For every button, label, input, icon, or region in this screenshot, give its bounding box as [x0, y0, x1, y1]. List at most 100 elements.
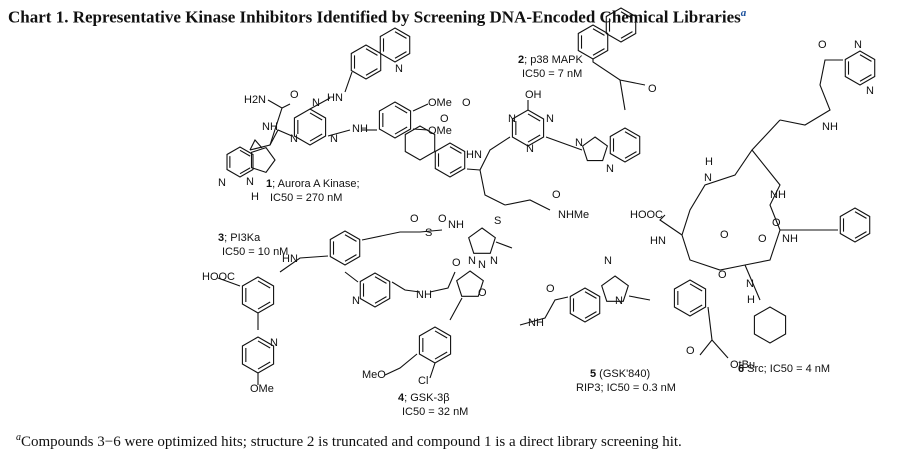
double-bond [624, 131, 637, 139]
double-bond [344, 234, 357, 242]
double-bond [394, 31, 407, 39]
atom-label: N [615, 295, 623, 307]
atom-label: N [490, 255, 498, 267]
double-bond [309, 112, 323, 121]
double-bond [584, 291, 597, 299]
atom-label: OtBu [730, 359, 755, 371]
bond [249, 139, 263, 151]
double-bond [592, 48, 605, 56]
atom-label: N [395, 63, 403, 75]
bond [344, 71, 353, 93]
atom-label: O [648, 83, 657, 95]
bond [466, 168, 481, 171]
bond [281, 103, 291, 109]
double-bond [365, 68, 378, 76]
triazine-ring [293, 108, 327, 146]
double-bond [434, 351, 448, 360]
atom-label: O [818, 39, 827, 51]
compound-target: (GSK'840) [596, 368, 650, 380]
atom-label: NH [782, 233, 798, 245]
double-bond [434, 330, 448, 339]
compound-2-label: 2; p38 MAPK [518, 54, 583, 66]
atom-label: O [440, 113, 449, 125]
compound-number: 6 [738, 363, 744, 375]
benzyl-ring [839, 207, 871, 243]
compound-number: 5 [590, 368, 596, 380]
double-bond [527, 134, 541, 143]
compound-target: ; GSK-3β [404, 392, 449, 404]
bond [429, 362, 436, 379]
title-text: Chart 1. Representative Kinase Inhibitor… [8, 7, 741, 27]
bond [619, 79, 626, 111]
double-bond [624, 151, 637, 159]
atom-label: NH [262, 121, 278, 133]
atom-label: O [720, 229, 729, 241]
atom-label: O [438, 213, 447, 225]
atom-label: N [575, 137, 583, 149]
compound-captions: 1; Aurora A Kinase;IC50 = 270 nM2; p38 M… [218, 54, 830, 418]
bond [519, 296, 569, 326]
atom-label: NH [352, 123, 368, 135]
bond [545, 136, 583, 151]
compound-target: Src; IC50 = 4 nM [744, 363, 830, 375]
bond [429, 271, 456, 293]
atom-label: O [718, 269, 727, 281]
double-bond [527, 113, 541, 122]
atom-label: O [462, 97, 471, 109]
atom-label: S [425, 227, 432, 239]
atom-label: NH [448, 219, 464, 231]
chart-title: Chart 1. Representative Kinase Inhibitor… [8, 7, 746, 28]
bond [412, 103, 429, 112]
chlorophenyl-ring [418, 326, 452, 364]
bond [592, 59, 646, 86]
atom-label: N [330, 133, 338, 145]
double-bond [257, 301, 271, 310]
bond [391, 281, 421, 293]
benzimidazole-ring-5 [569, 287, 601, 323]
compound-5-label: 5 (GSK'840) [590, 368, 650, 380]
double-bond [592, 28, 605, 36]
atom-label: N [270, 337, 278, 349]
pyrazine-ring [844, 50, 876, 86]
atom-label: NHMe [558, 209, 589, 221]
compound-5-ic50: RIP3; IC50 = 0.3 nM [576, 382, 676, 394]
atom-label: N [478, 259, 486, 271]
bond [699, 306, 713, 356]
bond [504, 199, 551, 211]
atom-label: O [686, 345, 695, 357]
pyridine-ring-4 [359, 272, 391, 308]
double-bond [257, 361, 271, 370]
compound-target: ; Aurora A Kinase; [272, 178, 359, 190]
footnote-sup: a [16, 432, 21, 443]
atom-label: HN [327, 92, 343, 104]
double-bond [365, 48, 378, 56]
double-bond [584, 311, 597, 319]
double-bond [449, 146, 462, 154]
imidazole-ring-2 [581, 136, 609, 162]
benzimidazole-ring [609, 127, 641, 163]
atom-label: N [312, 97, 320, 109]
atom-label: O [546, 283, 555, 295]
double-bond [374, 276, 387, 284]
oxazole-ring [456, 270, 484, 297]
atom-label: OMe [428, 97, 452, 109]
atom-label: N [606, 163, 614, 175]
double-bond [394, 105, 408, 114]
double-bond [309, 133, 323, 142]
atom-label: O [758, 233, 767, 245]
double-bond [854, 211, 867, 219]
atom-label: O [290, 89, 299, 101]
compound-4-ic50: IC50 = 32 nM [402, 406, 468, 418]
atom-label: S [494, 215, 501, 227]
atom-label: N [604, 255, 612, 267]
compound-number: 3 [218, 232, 224, 244]
bond [449, 297, 463, 321]
atom-label: N [866, 85, 874, 97]
atom-label: O [772, 217, 781, 229]
atom-label: OH [525, 89, 542, 101]
atom-label: N [508, 113, 516, 125]
atom-label: N [526, 143, 534, 155]
double-bond [689, 283, 703, 292]
bond [361, 231, 420, 241]
azaindole-6-ring [226, 146, 254, 178]
